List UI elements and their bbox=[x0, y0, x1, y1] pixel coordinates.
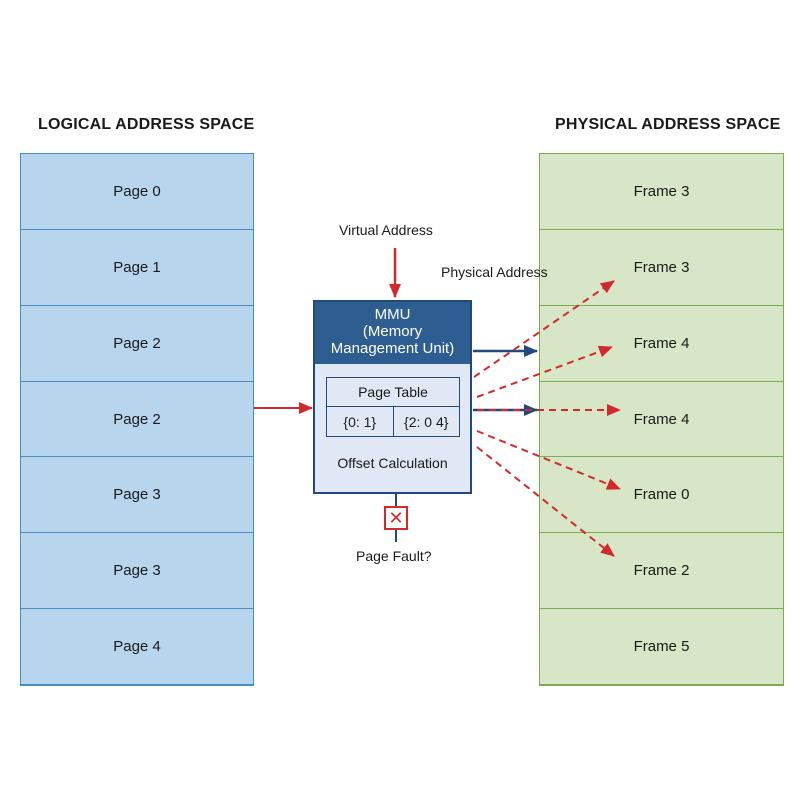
logical-page: Page 0 bbox=[21, 154, 253, 230]
mmu-header: MMU (Memory Management Unit) bbox=[315, 302, 470, 364]
physical-frame: Frame 3 bbox=[540, 230, 783, 306]
logical-address-space-title: LOGICAL ADDRESS SPACE bbox=[38, 116, 255, 133]
mmu-title: MMU bbox=[374, 306, 411, 323]
physical-address-space: Frame 3 Frame 3 Frame 4 Frame 4 Frame 0 … bbox=[539, 153, 784, 686]
physical-frame: Frame 4 bbox=[540, 382, 783, 458]
mmu-subtitle-2: Management Unit) bbox=[330, 340, 455, 357]
page-table: Page Table {0: 1} {2: 0 4} bbox=[326, 377, 460, 437]
logical-page: Page 2 bbox=[21, 382, 253, 458]
physical-frame: Frame 2 bbox=[540, 533, 783, 610]
physical-address-space-title: PHYSICAL ADDRESS SPACE bbox=[555, 116, 781, 133]
mmu-box: MMU (Memory Management Unit) Page Table … bbox=[313, 300, 472, 494]
virtual-address-label: Virtual Address bbox=[339, 222, 433, 238]
physical-frame: Frame 5 bbox=[540, 609, 783, 686]
logical-page: Page 3 bbox=[21, 457, 253, 534]
page-table-title: Page Table bbox=[327, 378, 459, 407]
logical-address-space: Page 0 Page 1 Page 2 Page 2 Page 3 Page … bbox=[20, 153, 254, 686]
page-fault-icon: ✕ bbox=[384, 506, 408, 530]
page-table-entry: {2: 0 4} bbox=[404, 413, 449, 430]
offset-calculation-label: Offset Calculation bbox=[337, 455, 448, 471]
physical-frame: Frame 0 bbox=[540, 457, 783, 534]
logical-page: Page 3 bbox=[21, 533, 253, 610]
page-fault-label: Page Fault? bbox=[356, 548, 432, 564]
logical-page: Page 4 bbox=[21, 609, 253, 686]
physical-address-label: Physical Address bbox=[441, 264, 548, 280]
physical-frame: Frame 3 bbox=[540, 154, 783, 230]
logical-page: Page 1 bbox=[21, 230, 253, 306]
physical-frame: Frame 4 bbox=[540, 306, 783, 382]
page-table-entry: {0: 1} bbox=[327, 407, 394, 436]
logical-page: Page 2 bbox=[21, 306, 253, 382]
mmu-subtitle-1: (Memory bbox=[362, 323, 423, 340]
